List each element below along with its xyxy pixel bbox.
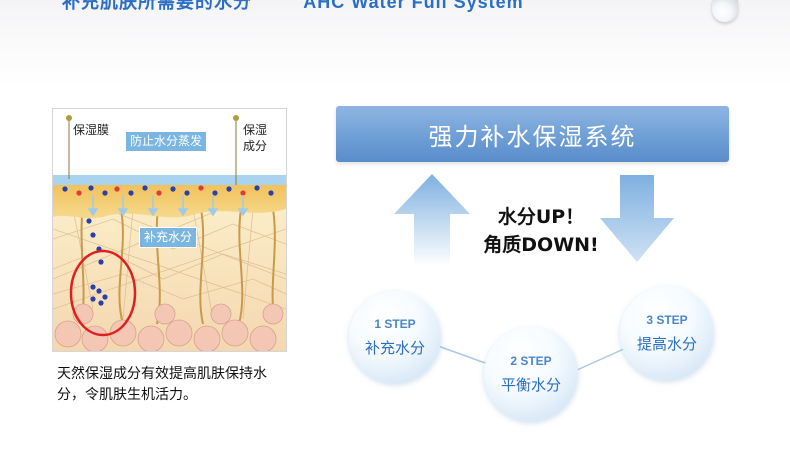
step-label: 提高水分 bbox=[636, 334, 697, 353]
page-header: 补充肌肤所需要的水分 AHC Water Full System bbox=[62, 0, 524, 14]
step-number: 3 STEP bbox=[646, 312, 688, 327]
tag-prevent-evaporation: 防止水分蒸发 bbox=[125, 131, 208, 152]
diagram-caption: 天然保湿成分有效提高肌肤保持水分，令肌肤生机活力。 bbox=[57, 366, 267, 403]
skin-diagram: 保湿膜 防止水分蒸发 保湿 成分 补充水分 bbox=[52, 108, 287, 352]
label-moisture-membrane: 保湿膜 bbox=[73, 123, 110, 137]
arrow-down-icon bbox=[600, 175, 674, 262]
tag-supplement-moisture: 补充水分 bbox=[139, 227, 198, 248]
header-title-cn: 补充肌肤所需要的水分 bbox=[62, 0, 252, 13]
water-up-text: 水分UP！ bbox=[497, 206, 585, 228]
step-label: 补充水分 bbox=[364, 338, 425, 357]
step-number: 1 STEP bbox=[374, 316, 416, 331]
keratin-down-text: 角质DOWN! bbox=[483, 234, 599, 256]
arrow-up-icon bbox=[394, 174, 470, 266]
water-drop-icon bbox=[712, 0, 738, 22]
step-label: 平衡水分 bbox=[500, 375, 561, 394]
label-moisture-ingredient-2: 成分 bbox=[243, 139, 268, 153]
step-bubble-2: 2 STEP 平衡水分 bbox=[484, 327, 578, 421]
header-title-en: AHC Water Full System bbox=[303, 0, 524, 12]
step-number: 2 STEP bbox=[510, 353, 552, 368]
water-up-keratin-down: 水分UP！ 角质DOWN! bbox=[466, 203, 616, 259]
step-bubble-3: 3 STEP 提高水分 bbox=[620, 286, 714, 380]
label-moisture-ingredient-1: 保湿 bbox=[243, 123, 268, 137]
step-bubble-1: 1 STEP 补充水分 bbox=[349, 291, 441, 383]
system-banner: 强力补水保湿系统 bbox=[336, 106, 729, 162]
